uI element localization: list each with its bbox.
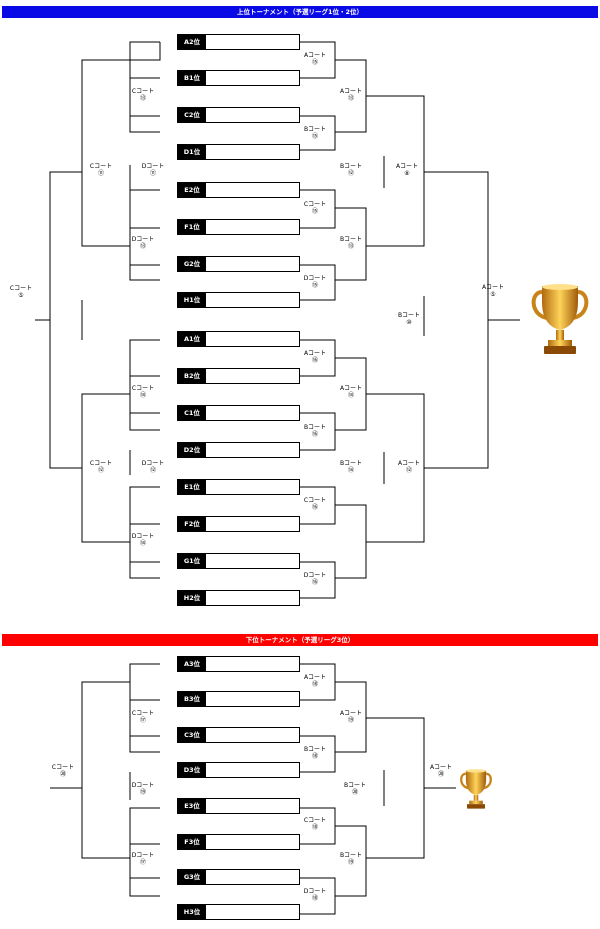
- slot-a3: A3位: [177, 656, 300, 672]
- slot-c3: C3位: [177, 727, 300, 743]
- slot-f3: F3位: [177, 834, 300, 850]
- slot-b1: B1位: [177, 70, 300, 86]
- slot-c1: C1位: [177, 405, 300, 421]
- trophy-icon: [531, 284, 589, 354]
- slot-b3: B3位: [177, 691, 300, 707]
- slot-d3: D3位: [177, 762, 300, 778]
- slot-h1: H1位: [177, 292, 300, 308]
- slot-e3: E3位: [177, 798, 300, 814]
- slot-g2: G2位: [177, 256, 300, 272]
- slot-a1: A1位: [177, 331, 300, 347]
- slot-g3: G3位: [177, 869, 300, 885]
- slot-a2: A2位: [177, 34, 300, 50]
- trophy-icon: [460, 769, 492, 809]
- slot-d2: D2位: [177, 442, 300, 458]
- slot-h2: H2位: [177, 590, 300, 606]
- slot-g1: G1位: [177, 553, 300, 569]
- slot-e1: E1位: [177, 479, 300, 495]
- slot-c2: C2位: [177, 107, 300, 123]
- upper-tournament-banner: 上位トーナメント（予選リーグ1位・2位）: [2, 6, 598, 18]
- slot-f2: F2位: [177, 516, 300, 532]
- lower-tournament-banner: 下位トーナメント（予選リーグ3位）: [2, 634, 598, 646]
- slot-h3: H3位: [177, 904, 300, 920]
- slot-f1: F1位: [177, 219, 300, 235]
- slot-d1: D1位: [177, 144, 300, 160]
- slot-e2: E2位: [177, 182, 300, 198]
- slot-b2: B2位: [177, 368, 300, 384]
